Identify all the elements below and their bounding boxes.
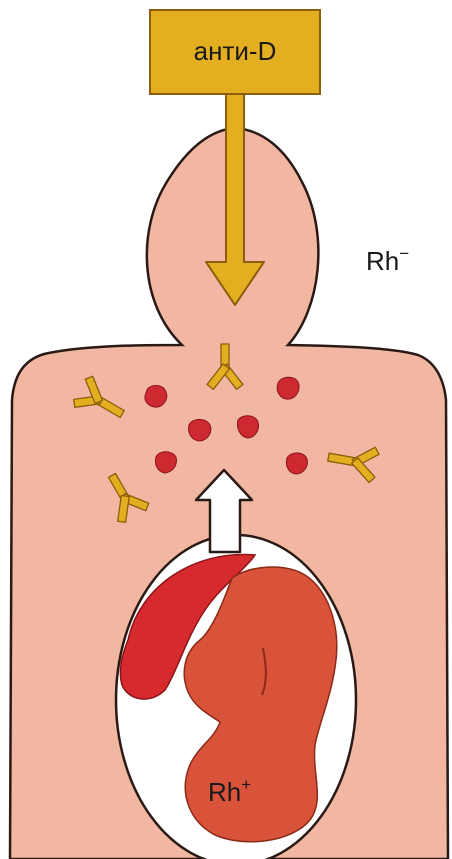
red-blood-cell-icon (189, 419, 211, 441)
rh-positive-sign: + (241, 775, 251, 794)
rh-negative-base: Rh (366, 246, 399, 276)
red-blood-cell-icon (277, 377, 299, 399)
anti-d-label: анти-D (150, 38, 320, 64)
rh-positive-label: Rh+ (208, 776, 251, 805)
rh-negative-sign: − (399, 244, 409, 263)
rh-positive-base: Rh (208, 777, 241, 807)
red-blood-cell-icon (145, 386, 167, 408)
rh-negative-label: Rh− (366, 245, 409, 274)
red-blood-cell-icon (286, 453, 307, 474)
